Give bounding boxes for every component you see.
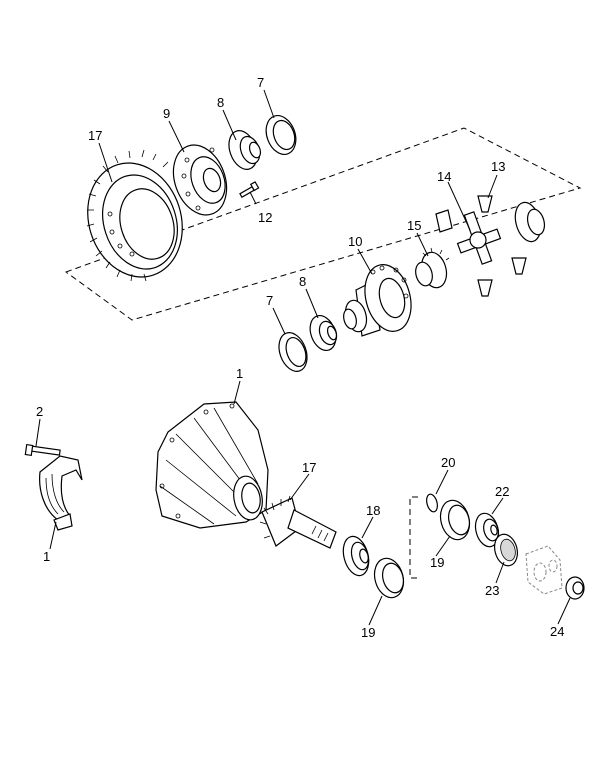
pinion-nut xyxy=(565,576,585,600)
callout-1-housing: 1 xyxy=(236,366,243,381)
spacer-ring xyxy=(426,493,438,513)
callout-17-pinion: 17 xyxy=(302,460,316,475)
callout-20: 20 xyxy=(441,455,455,470)
callout-17-ring-gear: 17 xyxy=(88,128,102,143)
leader-lines xyxy=(35,89,571,626)
callout-13: 13 xyxy=(491,159,505,174)
differential-group-outline xyxy=(64,127,582,321)
callout-8-middle: 8 xyxy=(299,274,306,289)
callout-14: 14 xyxy=(437,169,451,184)
pinion-bearing-cup-upper xyxy=(439,499,471,541)
outer-pinion-bearing xyxy=(474,512,500,548)
callout-24: 24 xyxy=(550,624,564,639)
callout-8-top: 8 xyxy=(217,95,224,110)
bearing-cone-top xyxy=(228,130,262,170)
differential-pinion-gear xyxy=(435,195,527,297)
callout-15: 15 xyxy=(407,218,421,233)
bearing-cup-middle xyxy=(278,332,308,372)
pinion-seal xyxy=(493,533,519,567)
bearing-cup-top xyxy=(265,115,297,155)
cross-spider xyxy=(456,211,502,265)
yoke-reference xyxy=(525,545,563,595)
side-gear-right xyxy=(514,201,546,243)
callout-12: 12 xyxy=(258,210,272,225)
pinion-bearing-cone xyxy=(342,535,370,577)
callout-19-lower: 19 xyxy=(361,625,375,640)
callout-19-upper: 19 xyxy=(430,555,444,570)
bearing-cone-middle xyxy=(309,314,338,352)
bearing-cap-bolt xyxy=(24,443,61,457)
side-gear xyxy=(415,247,450,289)
differential-case-flange-half xyxy=(343,264,412,337)
callout-labels: 17 9 8 7 12 14 13 15 10 8 7 1 2 1 17 18 … xyxy=(36,75,564,640)
differential-case-half xyxy=(172,144,228,216)
callout-7-top: 7 xyxy=(257,75,264,90)
callout-22: 22 xyxy=(495,484,509,499)
drive-pinion xyxy=(259,495,337,549)
callout-1-bracket: 1 xyxy=(43,549,50,564)
carrier-housing xyxy=(155,401,269,529)
callout-18: 18 xyxy=(366,503,380,518)
bearing-cap xyxy=(39,455,83,531)
callout-9: 9 xyxy=(163,106,170,121)
callout-10: 10 xyxy=(348,234,362,249)
callout-7-middle: 7 xyxy=(266,293,273,308)
pinion-group-bracket xyxy=(409,496,418,579)
pinion-bearing-cup-lower xyxy=(373,557,405,599)
ring-gear xyxy=(86,149,183,282)
bolt xyxy=(239,181,260,199)
callout-23: 23 xyxy=(485,583,499,598)
callout-2: 2 xyxy=(36,404,43,419)
